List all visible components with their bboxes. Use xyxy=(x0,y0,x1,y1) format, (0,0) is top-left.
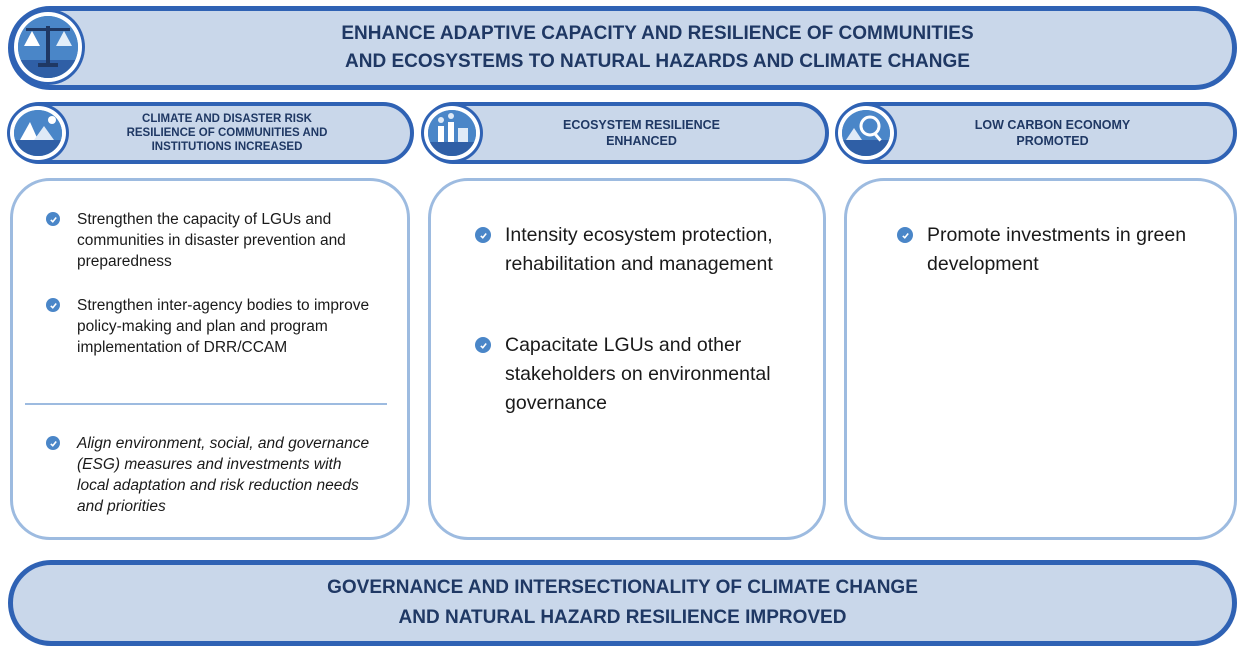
list-item: Promote investments in green development xyxy=(897,221,1217,279)
governance-banner: GOVERNANCE AND INTERSECTIONALITY OF CLIM… xyxy=(8,560,1237,646)
iceberg-landscape-icon xyxy=(10,106,66,160)
objective-label: CLIMATE AND DISASTER RISK RESILIENCE OF … xyxy=(87,112,336,154)
list-item-text: Strengthen the capacity of LGUs and comm… xyxy=(77,211,346,270)
list-item: Strengthen inter-agency bodies to improv… xyxy=(46,295,376,358)
objective-pill-ecosystem: ECOSYSTEM RESILIENCE ENHANCED xyxy=(422,102,829,164)
strategy-card-climate-disaster: Strengthen the capacity of LGUs and comm… xyxy=(10,178,410,540)
objective-label-line: PROMOTED xyxy=(1016,134,1089,148)
list-item: Align environment, social, and governanc… xyxy=(46,433,376,517)
objective-label-line: RESILIENCE OF COMMUNITIES AND xyxy=(126,127,328,139)
objective-label-line: INSTITUTIONS INCREASED xyxy=(151,141,303,153)
list-item: Strengthen the capacity of LGUs and comm… xyxy=(46,209,376,272)
objective-pill-low-carbon: LOW CARBON ECONOMY PROMOTED xyxy=(836,102,1237,164)
list-item: Intensity ecosystem protection, rehabili… xyxy=(475,221,795,279)
list-item-text: Align environment, social, and governanc… xyxy=(77,435,370,515)
governance-title: GOVERNANCE AND INTERSECTIONALITY OF CLIM… xyxy=(327,573,918,633)
check-circle-icon xyxy=(897,227,913,243)
check-circle-icon xyxy=(46,436,60,450)
objective-pill-climate-disaster: CLIMATE AND DISASTER RISK RESILIENCE OF … xyxy=(8,102,414,164)
objective-label-line: ENHANCED xyxy=(606,134,677,148)
governance-title-line-1: GOVERNANCE AND INTERSECTIONALITY OF CLIM… xyxy=(327,577,918,598)
check-circle-icon xyxy=(46,212,60,226)
objective-label: LOW CARBON ECONOMY PROMOTED xyxy=(935,117,1139,149)
list-item-text: Intensity ecosystem protection, rehabili… xyxy=(505,224,773,275)
objective-label-line: CLIMATE AND DISASTER RISK xyxy=(142,113,312,125)
governance-title-line-2: AND NATURAL HAZARD RESILIENCE IMPROVED xyxy=(398,607,847,628)
objective-label-line: LOW CARBON ECONOMY xyxy=(974,118,1131,132)
strategy-card-low-carbon: Promote investments in green development xyxy=(844,178,1237,540)
balance-scale-icon xyxy=(14,12,82,82)
list-item-text: Strengthen inter-agency bodies to improv… xyxy=(77,297,370,356)
magnifier-landscape-icon xyxy=(838,106,894,160)
goal-title-line-1: ENHANCE ADAPTIVE CAPACITY AND RESILIENCE… xyxy=(341,23,974,44)
objective-label: ECOSYSTEM RESILIENCE ENHANCED xyxy=(523,117,728,149)
factory-ecosystem-icon xyxy=(424,106,480,160)
objective-label-line: ECOSYSTEM RESILIENCE xyxy=(563,118,720,132)
check-circle-icon xyxy=(475,227,491,243)
list-item-text: Capacitate LGUs and other stakeholders o… xyxy=(505,334,771,414)
strategy-card-ecosystem: Intensity ecosystem protection, rehabili… xyxy=(428,178,826,540)
check-circle-icon xyxy=(475,337,491,353)
check-circle-icon xyxy=(46,298,60,312)
goal-banner: ENHANCE ADAPTIVE CAPACITY AND RESILIENCE… xyxy=(8,6,1237,90)
list-item-text: Promote investments in green development xyxy=(927,224,1187,275)
list-item: Capacitate LGUs and other stakeholders o… xyxy=(475,331,795,418)
goal-title-line-2: AND ECOSYSTEMS TO NATURAL HAZARDS AND CL… xyxy=(345,51,970,72)
goal-title: ENHANCE ADAPTIVE CAPACITY AND RESILIENCE… xyxy=(271,20,973,76)
divider xyxy=(25,403,387,405)
